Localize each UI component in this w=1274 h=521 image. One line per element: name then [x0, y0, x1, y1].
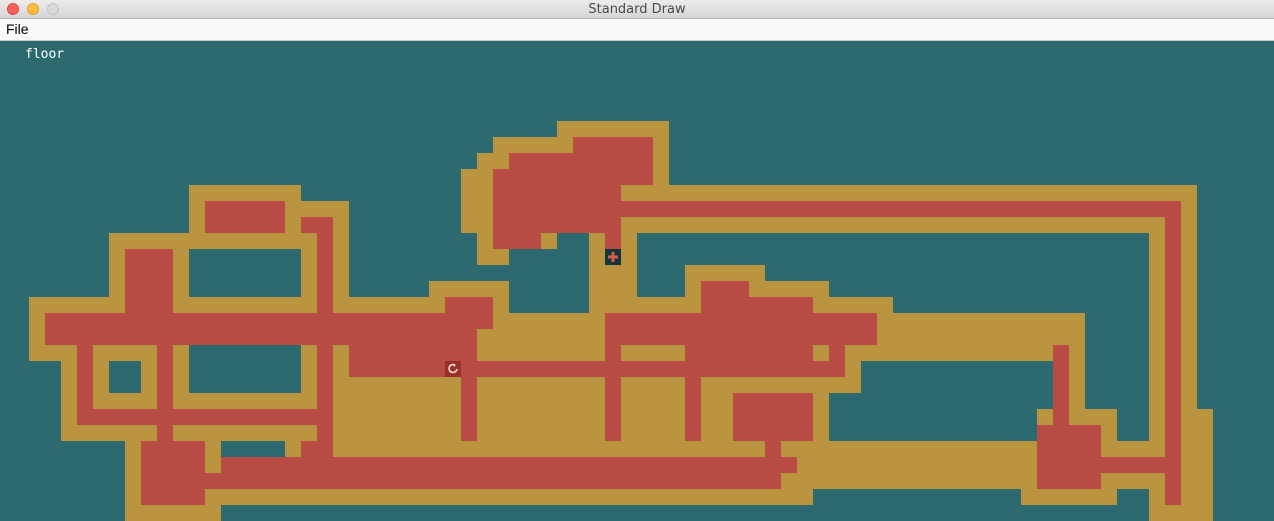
title-bar: Standard Draw: [0, 0, 1274, 19]
menu-bar: File: [0, 19, 1274, 41]
menu-file[interactable]: File: [6, 21, 29, 37]
tile-label: floor: [25, 47, 65, 62]
floor-tiles: [45, 137, 1181, 505]
game-canvas[interactable]: [0, 41, 1274, 521]
window-title: Standard Draw: [588, 2, 686, 17]
flower-icon: [445, 361, 461, 377]
close-window-button[interactable]: [7, 3, 19, 15]
water-tiles: [109, 233, 1149, 457]
avatar-icon: [605, 249, 621, 265]
zoom-window-button[interactable]: [47, 3, 59, 15]
minimize-window-button[interactable]: [27, 3, 39, 15]
